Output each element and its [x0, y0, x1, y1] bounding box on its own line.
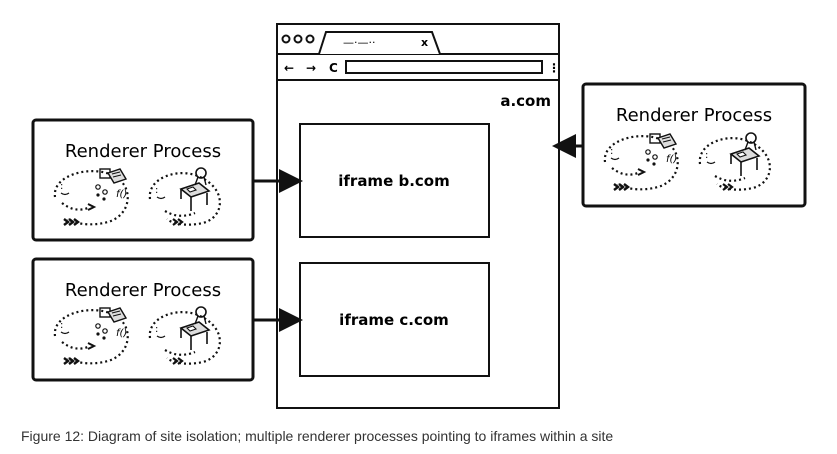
- iframe-c-label: iframe c.com: [339, 311, 449, 329]
- browser-tab[interactable]: —·—·· x: [318, 31, 441, 55]
- back-arrow-icon[interactable]: ←: [284, 61, 294, 75]
- renderer-process-box: Renderer Process: [31, 118, 255, 242]
- window-control-dots: [281, 34, 315, 44]
- browser-window: —·—·· x ← → C ⋮ a.com iframe b.com ifram…: [276, 23, 560, 409]
- renderer-process-title: Renderer Process: [616, 105, 772, 126]
- iframe-b-label: iframe b.com: [338, 172, 449, 190]
- address-bar-row: ← → C ⋮: [284, 60, 560, 75]
- reload-icon[interactable]: C: [329, 61, 338, 75]
- address-bar[interactable]: [345, 60, 543, 74]
- tab-close-icon[interactable]: x: [421, 36, 428, 49]
- renderer-process-box: Renderer Process: [31, 257, 255, 382]
- origin-label: a.com: [500, 92, 551, 110]
- renderer-process-box: Renderer Process: [581, 82, 807, 208]
- renderer-process-title: Renderer Process: [65, 141, 221, 162]
- renderer-process-title: Renderer Process: [65, 280, 221, 301]
- figure-caption: Figure 12: Diagram of site isolation; mu…: [21, 428, 614, 444]
- forward-arrow-icon[interactable]: →: [306, 61, 316, 75]
- iframe-c: iframe c.com: [299, 262, 490, 377]
- tab-title: —·—··: [343, 36, 376, 49]
- menu-icon[interactable]: ⋮: [548, 61, 560, 75]
- iframe-b: iframe b.com: [299, 123, 490, 238]
